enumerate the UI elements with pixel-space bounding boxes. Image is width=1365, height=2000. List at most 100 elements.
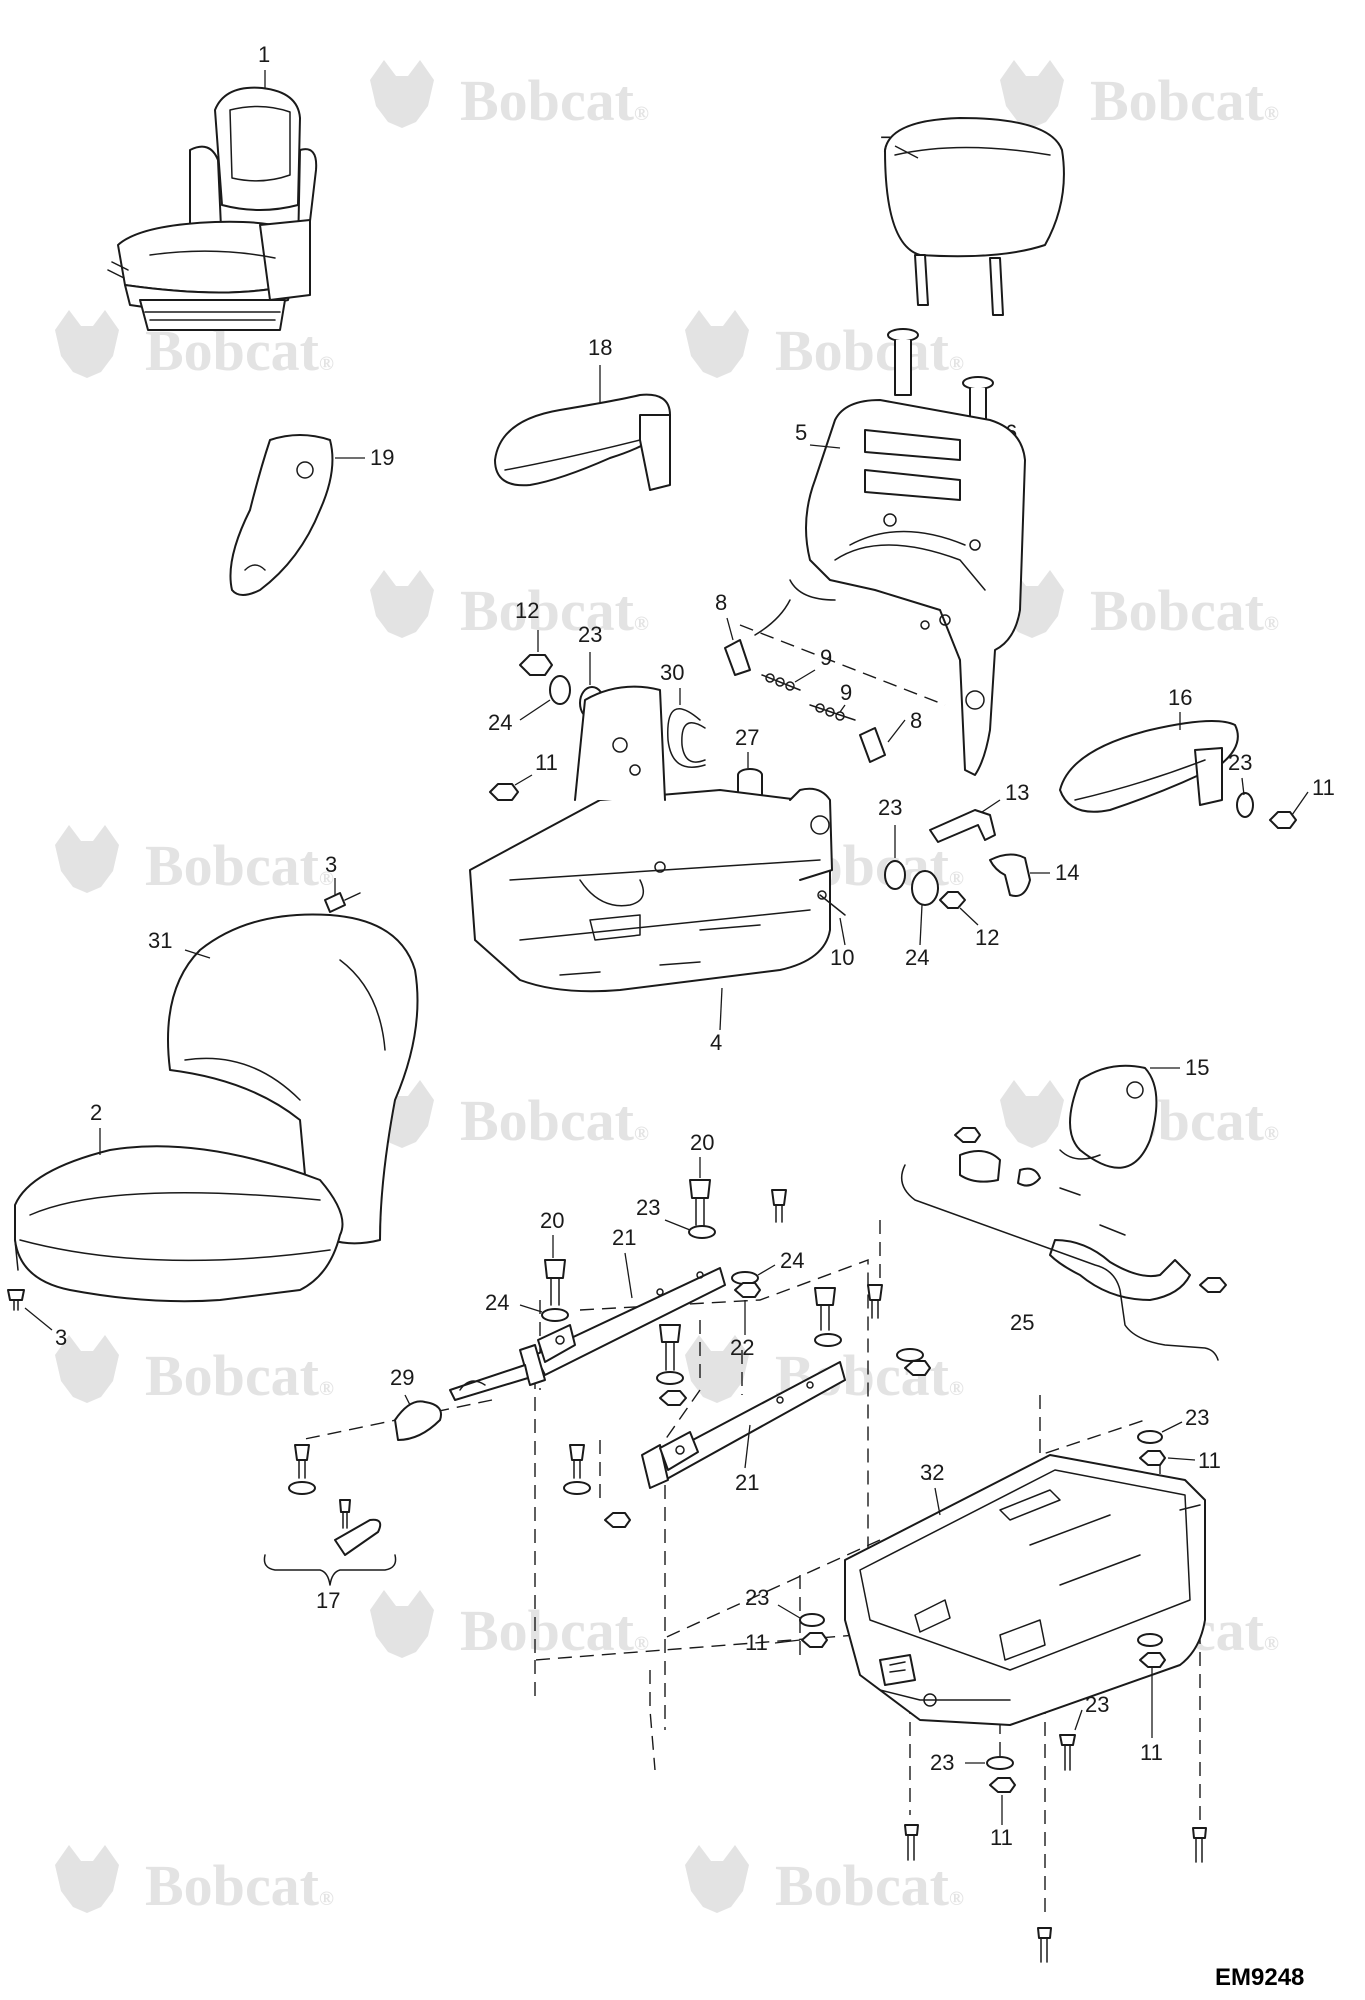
svg-text:Bobcat®: Bobcat® (145, 318, 334, 383)
callout-23: 23 (878, 795, 902, 820)
left-armrest (494, 393, 671, 491)
backrest-cushion (167, 913, 419, 1245)
pivot-fasteners-left (519, 654, 605, 720)
callout-15: 15 (1185, 1055, 1209, 1080)
slide-rail-upper (519, 1267, 726, 1386)
leader-line (744, 1424, 751, 1469)
svg-text:Bobcat®: Bobcat® (145, 1343, 334, 1408)
watermark: Bobcat® (370, 570, 649, 643)
watermark: Bobcat® (55, 1335, 334, 1408)
base-mount-fasteners (799, 1430, 1207, 1963)
backrest-frame (789, 399, 1026, 776)
leader-line (1074, 1709, 1083, 1731)
leader-line (24, 1307, 53, 1331)
leader-line (981, 799, 1001, 813)
leader-line (719, 987, 723, 1031)
callout-24: 24 (485, 1290, 509, 1315)
svg-text:Bobcat®: Bobcat® (1090, 68, 1279, 133)
callout-24: 24 (488, 710, 512, 735)
callout-4: 4 (710, 1030, 722, 1055)
figure-code: EM9248 (1215, 1964, 1304, 1991)
leader-line (624, 1252, 633, 1299)
bolt (689, 1179, 711, 1226)
callout-23: 23 (1185, 1405, 1209, 1430)
pivot-fasteners-right (884, 860, 966, 909)
callout-29: 29 (390, 1365, 414, 1390)
callout-1: 1 (258, 42, 270, 67)
watermark: Bobcat® (55, 825, 334, 898)
seat-base-frame (469, 685, 833, 993)
leader-line (1291, 791, 1309, 816)
callout-11: 11 (990, 1825, 1013, 1850)
leader-line (519, 1304, 543, 1313)
leader-line (809, 444, 841, 449)
callout-3: 3 (55, 1325, 67, 1350)
svg-text:Bobcat®: Bobcat® (460, 68, 649, 133)
left-side-panel (229, 434, 334, 596)
leader-line (959, 907, 979, 926)
leader-line (919, 904, 923, 946)
nut (734, 1282, 761, 1298)
watermark: Bobcat® (370, 1080, 649, 1153)
callout-23: 23 (930, 1750, 954, 1775)
callout-10: 10 (830, 945, 854, 970)
callout-11: 11 (1198, 1448, 1221, 1473)
callout-24: 24 (780, 1248, 804, 1273)
seat-belt-bracket (900, 1164, 1219, 1361)
watermark: Bobcat® (1000, 570, 1279, 643)
svg-text:Bobcat®: Bobcat® (460, 1088, 649, 1153)
leader-line (757, 1264, 776, 1276)
callout-25: 25 (1010, 1310, 1034, 1335)
callout-11: 11 (1312, 775, 1335, 800)
callout-9: 9 (820, 645, 832, 670)
leader-line (404, 1394, 411, 1406)
callout-8: 8 (715, 590, 727, 615)
callout-23: 23 (745, 1585, 769, 1610)
seat-cushion (14, 1145, 344, 1303)
leader-line (1241, 777, 1245, 796)
callout-12: 12 (515, 598, 539, 623)
right-side-panel (1059, 1064, 1158, 1169)
svg-text:Bobcat®: Bobcat® (1090, 578, 1279, 643)
callout-20: 20 (690, 1130, 714, 1155)
callout-23: 23 (578, 622, 602, 647)
small-bolts (288, 1189, 931, 1528)
callout-9: 9 (840, 680, 852, 705)
callout-12: 12 (975, 925, 999, 950)
backrest-pivot-hardware (724, 639, 886, 763)
callout-19: 19 (370, 445, 394, 470)
callout-8: 8 (910, 708, 922, 733)
callout-3: 3 (325, 852, 337, 877)
leader-line (839, 704, 846, 713)
callout-24: 24 (905, 945, 929, 970)
leader-line (726, 617, 734, 641)
callout-18: 18 (588, 335, 612, 360)
spring-clip (667, 708, 706, 768)
slide-release-handle (394, 1364, 529, 1441)
callout-23: 23 (1085, 1692, 1109, 1717)
callout-31: 31 (148, 928, 172, 953)
nut (489, 783, 519, 801)
bolt (544, 1259, 566, 1306)
leader-line (887, 719, 906, 743)
watermark: Bobcat® (370, 1590, 649, 1663)
armrest-fasteners (1236, 792, 1297, 829)
screw (324, 892, 361, 913)
callout-17: 17 (316, 1588, 340, 1613)
svg-text:Bobcat®: Bobcat® (775, 1853, 964, 1918)
svg-text:Bobcat®: Bobcat® (460, 1598, 649, 1663)
backrest-pivot-guide (754, 599, 791, 636)
callout-5: 5 (795, 420, 807, 445)
headrest (884, 117, 1065, 316)
callout-22: 22 (730, 1335, 754, 1360)
callout-16: 16 (1168, 685, 1192, 710)
leader-line (514, 774, 533, 786)
callout-30: 30 (660, 660, 684, 685)
leader-line (1167, 1457, 1196, 1461)
callout-14: 14 (1055, 860, 1079, 885)
callout-13: 13 (1005, 780, 1029, 805)
lever-knob (989, 853, 1031, 897)
callout-2: 2 (90, 1100, 102, 1125)
complete-seat-assembly (107, 86, 318, 331)
